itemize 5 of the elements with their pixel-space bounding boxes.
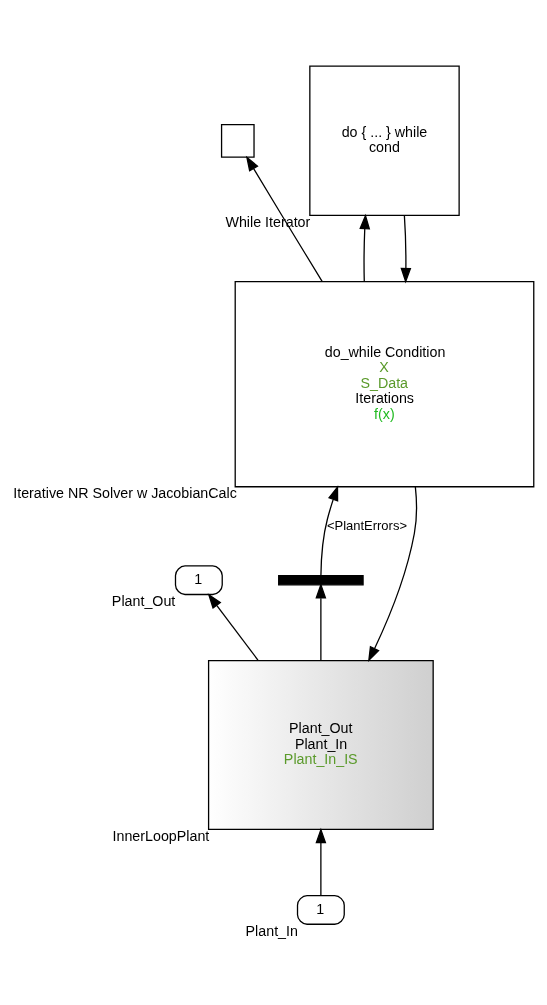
edge-label: <PlantErrors> xyxy=(326,517,407,533)
node-label: Plant_Out xyxy=(111,592,176,609)
node-label: Iterative NR Solver w JacobianCalc xyxy=(13,484,237,501)
node-label: Plant_In xyxy=(245,922,298,939)
node-label: InnerLoopPlant xyxy=(112,827,210,844)
